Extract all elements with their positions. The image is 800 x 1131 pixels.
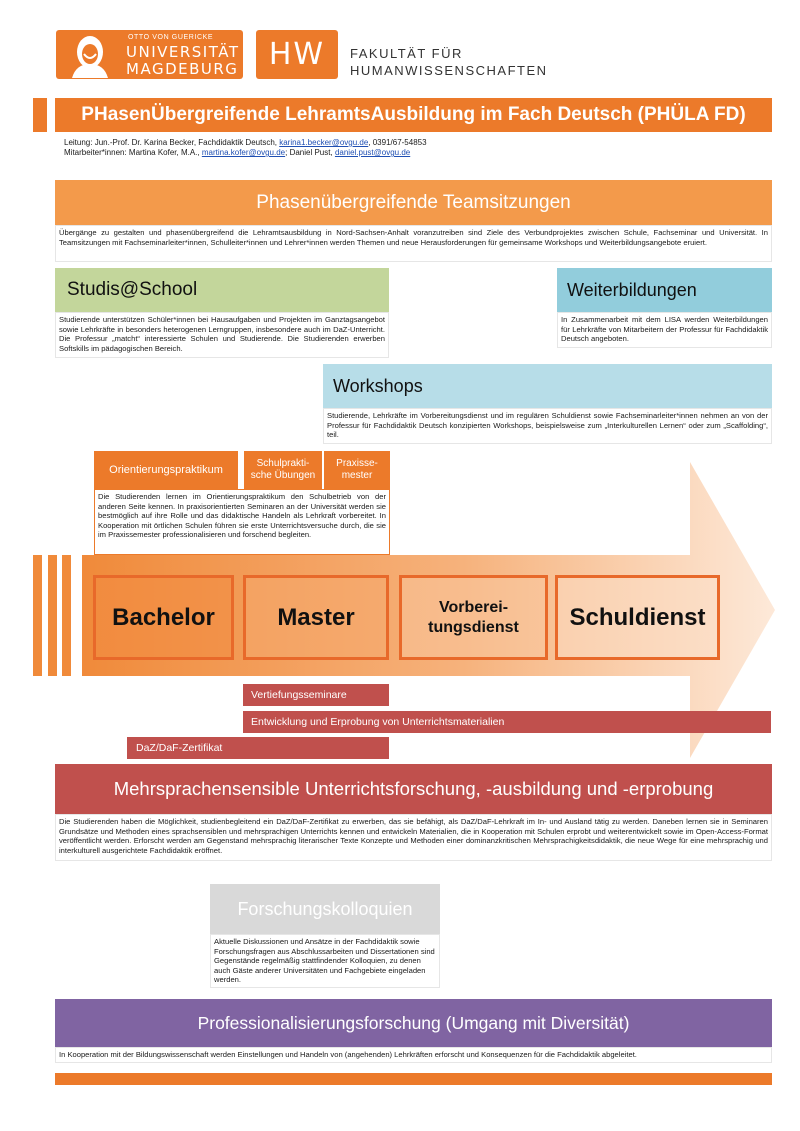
mehr-heading: Mehrsprachensensible Unterrichtsforschun…	[113, 778, 714, 799]
faculty-logo: HW	[256, 30, 338, 79]
schul-header: Schulprakti-sche Übungen	[244, 451, 322, 489]
weiter-heading-box: Weiterbildungen	[557, 268, 772, 312]
page-title: PHasenÜbergreifende LehramtsAusbildung i…	[81, 104, 746, 125]
university-logo: OTTO VON GUERICKE UNIVERSITÄT MAGDEBURG	[56, 30, 243, 79]
title-bar: PHasenÜbergreifende LehramtsAusbildung i…	[55, 98, 772, 132]
kolloq-text: Aktuelle Diskussionen und Ansätze in der…	[210, 934, 440, 988]
contact-line-1: Leitung: Jun.-Prof. Dr. Karina Becker, F…	[64, 138, 427, 147]
team-text: Übergänge zu gestalten und phasenübergre…	[55, 225, 772, 262]
studis-text: Studierende unterstützen Schüler*innen b…	[55, 312, 389, 358]
orient-header: Orientierungspraktikum	[94, 451, 238, 489]
entwicklung-bar: Entwicklung und Erprobung von Unterricht…	[243, 711, 771, 733]
workshops-heading-box: Workshops	[323, 364, 772, 408]
orient-label: Orientierungspraktikum	[109, 464, 223, 476]
footer-bar	[55, 1073, 772, 1085]
faculty-abbr: HW	[268, 37, 326, 72]
contact-line-2: Mitarbeiter*innen: Martina Kofer, M.A., …	[64, 148, 411, 157]
kolloq-heading: Forschungskolloquien	[237, 898, 413, 919]
workshops-text: Studierende, Lehrkräfte im Vorbereitungs…	[323, 408, 772, 444]
kolloq-heading-box: Forschungskolloquien	[210, 884, 440, 934]
email-link-pust[interactable]: daniel.pust@ovgu.de	[334, 148, 411, 157]
team-heading-box: Phasenübergreifende Teamsitzungen	[55, 180, 772, 225]
weiter-text: In Zusammenarbeit mit dem LISA werden We…	[557, 312, 772, 348]
praxis-label: Praxisse-mester	[336, 458, 378, 481]
studis-heading: Studis@School	[67, 279, 198, 300]
uni-line1: UNIVERSITÄT	[126, 43, 240, 61]
mehr-heading-box: Mehrsprachensensible Unterrichtsforschun…	[55, 764, 772, 814]
studis-heading-box: Studis@School	[55, 268, 389, 312]
weiter-heading: Weiterbildungen	[567, 279, 697, 300]
prof-heading-box: Professionalisierungsforschung (Umgang m…	[55, 999, 772, 1047]
title-accent-bar	[33, 98, 47, 132]
prof-text: In Kooperation mit der Bildungswissensch…	[55, 1047, 772, 1063]
daz-bar: DaZ/DaF-Zertifikat	[127, 737, 389, 759]
phase-vorbereitung: Vorberei-tungsdienst	[399, 575, 548, 660]
faculty-line1: FAKULTÄT FÜR	[350, 46, 463, 61]
email-link-kofer[interactable]: martina.kofer@ovgu.de	[201, 148, 286, 157]
vertiefung-bar: Vertiefungsseminare	[243, 684, 389, 706]
guericke-portrait-logo	[72, 36, 108, 78]
uni-line2: MAGDEBURG	[126, 60, 239, 78]
phase-master: Master	[243, 575, 389, 660]
schul-label: Schulprakti-sche Übungen	[250, 458, 316, 481]
workshops-heading: Workshops	[333, 375, 423, 396]
practice-text: Die Studierenden lernen im Orientierungs…	[94, 489, 390, 555]
praxis-header: Praxisse-mester	[324, 451, 390, 489]
phase-schuldienst: Schuldienst	[555, 575, 720, 660]
team-heading: Phasenübergreifende Teamsitzungen	[256, 191, 571, 213]
uni-small-text: OTTO VON GUERICKE	[128, 34, 214, 41]
prof-heading: Professionalisierungsforschung (Umgang m…	[197, 1012, 630, 1033]
phase-bachelor: Bachelor	[93, 575, 234, 660]
faculty-line2: HUMANWISSENSCHAFTEN	[350, 63, 548, 78]
mehr-text: Die Studierenden haben die Möglichkeit, …	[55, 814, 772, 861]
email-link-becker[interactable]: karina1.becker@ovgu.de	[279, 138, 369, 147]
